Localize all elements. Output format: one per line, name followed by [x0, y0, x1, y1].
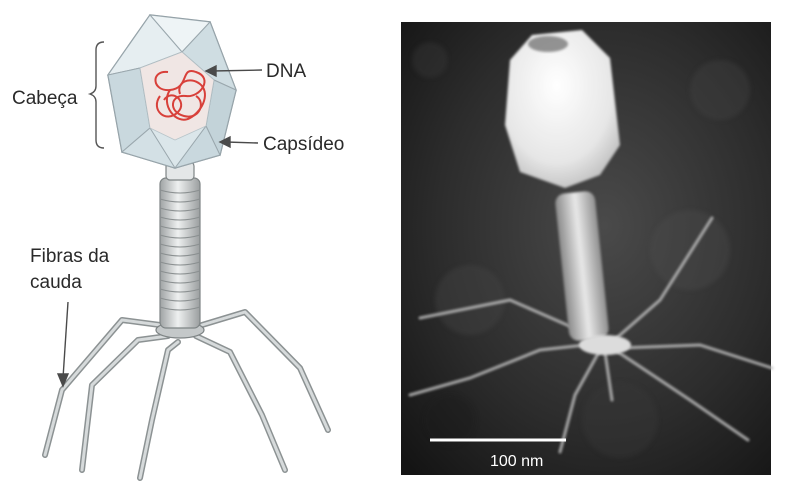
tail-fiber: [196, 336, 285, 470]
dna-pointer: [212, 70, 262, 71]
dna-label: DNA: [266, 61, 306, 82]
tail-fiber: [140, 342, 178, 478]
tail-fibers-label-line1: Fibras da: [30, 246, 110, 267]
capsid-pointer: [226, 142, 258, 143]
em-baseplate: [579, 335, 631, 355]
phage-diagram: Cabeça DNA Capsídeo Fibras da cauda: [12, 15, 344, 478]
scale-bar-label: 100 nm: [490, 453, 543, 470]
head-label: Cabeça: [12, 88, 78, 109]
em-head: [505, 30, 620, 188]
electron-micrograph: 100 nm: [401, 22, 772, 475]
head-bracket: [90, 42, 104, 148]
capsid: [108, 15, 236, 168]
tail-sheath: [160, 178, 200, 328]
em-head-shadow: [528, 36, 568, 52]
tail-fiber: [202, 312, 328, 430]
capsid-label: Capsídeo: [263, 134, 344, 155]
tail-fibers-label-line2: cauda: [30, 272, 82, 293]
tail-fiber-pointer: [63, 302, 68, 378]
